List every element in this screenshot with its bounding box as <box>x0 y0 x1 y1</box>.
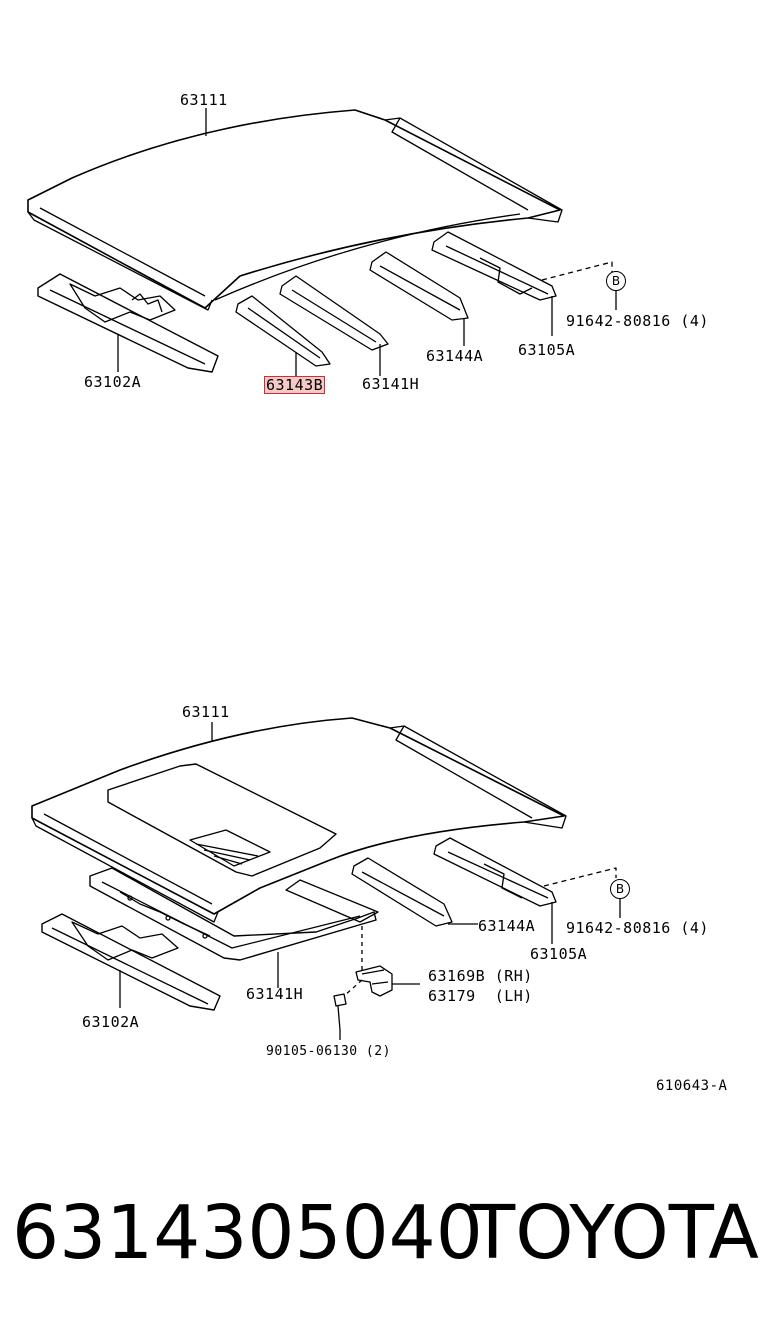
label-top-roof-panel: 63111 <box>180 91 228 109</box>
bottom-roof-bow-3 <box>351 857 478 927</box>
bottom-front-header <box>41 913 221 1011</box>
label-top-roof-bow-1: 63143B <box>264 376 326 394</box>
top-roof-bow-2 <box>279 275 389 376</box>
bottom-bracket <box>333 926 420 1040</box>
part-number: 6314305040 <box>12 1190 483 1276</box>
bottom-rear-header <box>433 837 621 944</box>
label-top-fastener-ref: B <box>606 271 626 291</box>
bottom-sunroof-frame <box>89 867 379 988</box>
top-front-header <box>37 273 219 373</box>
label-top-front-header: 63102A <box>84 373 142 391</box>
top-roof-bow-3 <box>369 251 469 346</box>
figure-code: 610643-A <box>656 1078 728 1094</box>
top-rear-header <box>431 231 617 336</box>
label-bottom-fastener-ref: B <box>610 879 630 899</box>
label-bottom-sunroof-bow: 63141H <box>246 985 304 1003</box>
label-bottom-bolt: 90105-06130 (2) <box>266 1044 391 1059</box>
label-bottom-fastener: 91642-80816 (4) <box>566 919 709 937</box>
top-roof-bow-1 <box>235 295 331 378</box>
label-bottom-roof-panel: 63111 <box>182 703 230 721</box>
top-roof-panel <box>27 108 563 311</box>
brand-name: TOYOTA <box>470 1190 759 1276</box>
bottom-roof-panel <box>31 717 567 923</box>
label-bottom-roof-bow-3: 63144A <box>478 917 536 935</box>
label-top-roof-bow-2: 63141H <box>362 375 420 393</box>
label-bottom-front-header: 63102A <box>82 1013 140 1031</box>
label-top-rear-header: 63105A <box>518 341 576 359</box>
label-bottom-bracket-lh: 63179 (LH) <box>428 987 533 1005</box>
label-bottom-rear-header: 63105A <box>530 945 588 963</box>
label-top-roof-bow-3: 63144A <box>426 347 484 365</box>
label-bottom-bracket-rh: 63169B (RH) <box>428 967 533 985</box>
label-top-fastener: 91642-80816 (4) <box>566 312 709 330</box>
